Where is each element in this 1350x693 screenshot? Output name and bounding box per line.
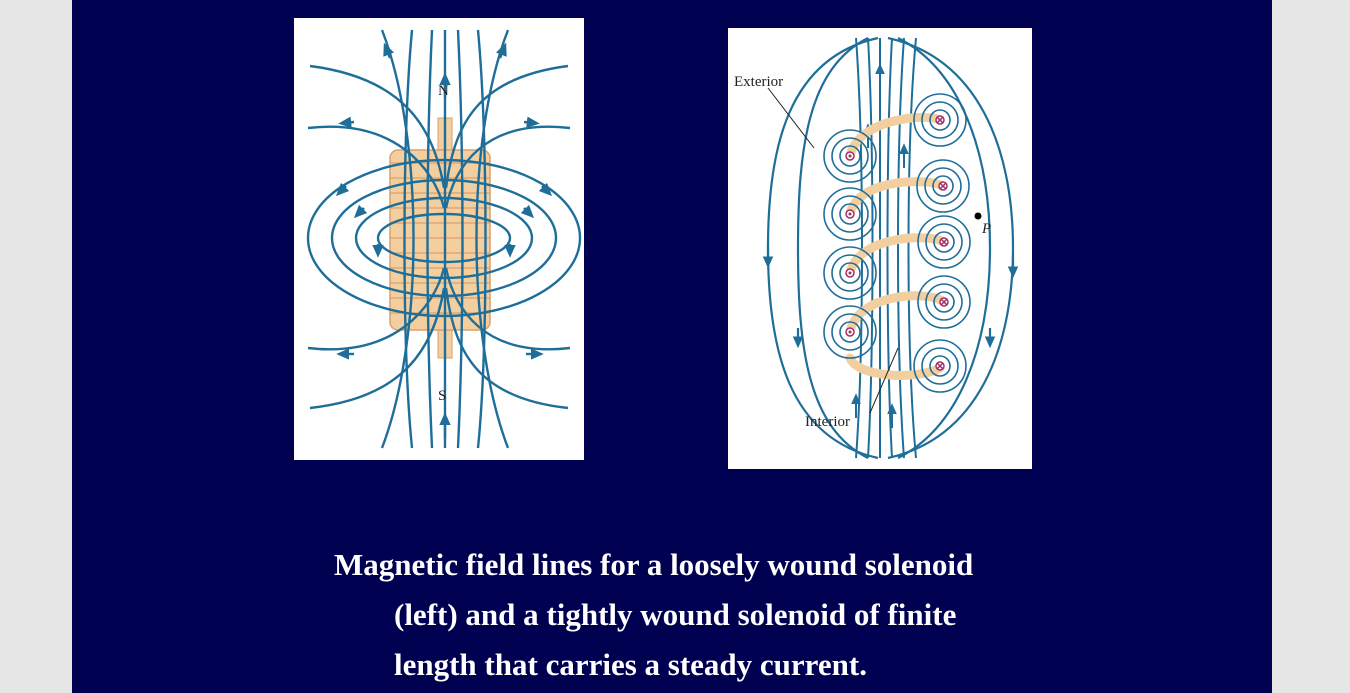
tight-solenoid-diagram: P Exterior Interior: [734, 36, 1019, 460]
exterior-leader-line: [767, 87, 815, 149]
caption-line-2: (left) and a tightly wound solenoid of f…: [394, 597, 957, 632]
tight-solenoid-figure: P Exterior Interior: [728, 28, 1032, 469]
slide: N S: [72, 0, 1272, 693]
loose-solenoid-figure: N S: [294, 18, 584, 460]
loose-solenoid-diagram: N S: [306, 29, 582, 449]
solenoid-coil: [389, 117, 491, 359]
caption-line-1: Magnetic field lines for a loosely wound…: [334, 547, 974, 582]
current-cross-icons: [935, 115, 949, 371]
exterior-label: Exterior: [734, 74, 783, 90]
interior-leader-line: [869, 347, 899, 414]
point-p-marker: [974, 212, 982, 220]
solenoid-turns: [845, 112, 949, 380]
figure-caption: Magnetic field lines for a loosely wound…: [334, 540, 1094, 690]
exterior-field-lines: [762, 36, 1019, 460]
north-pole-label: N: [438, 83, 449, 99]
wire-field-loops: [823, 93, 971, 393]
field-lines: [306, 29, 582, 449]
point-p-label: P: [981, 221, 991, 237]
current-dot-icons: [845, 151, 855, 337]
south-pole-label: S: [438, 388, 446, 404]
caption-line-3: length that carries a steady current.: [394, 647, 867, 682]
interior-label: Interior: [805, 414, 850, 430]
